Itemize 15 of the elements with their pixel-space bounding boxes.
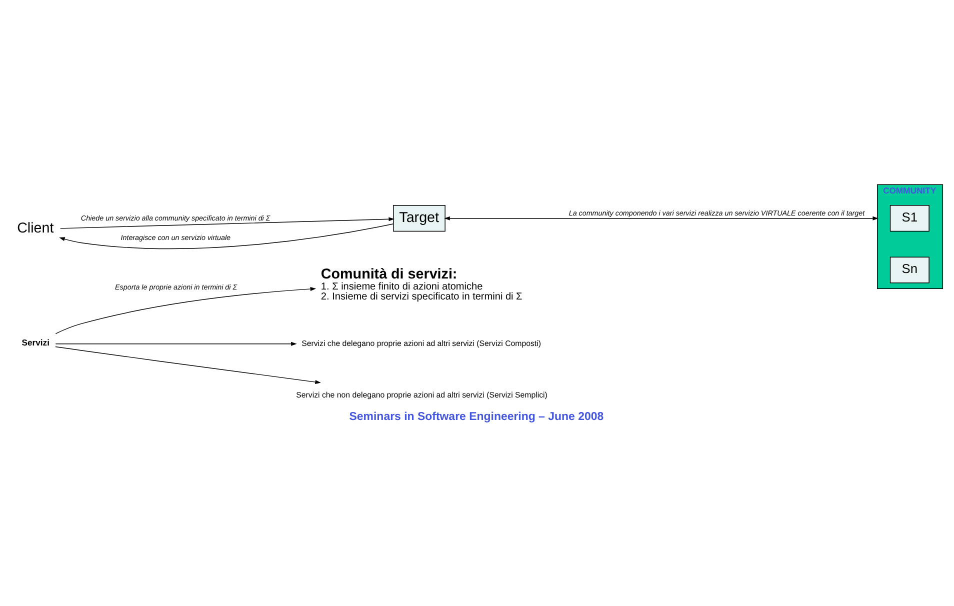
arrow: [444, 216, 878, 220]
node-text: Servizi che delegano proprie azioni ad altri servizi (Servizi Composti): [302, 338, 541, 348]
node-box: Sn: [890, 256, 930, 284]
arrow: [55, 286, 316, 334]
node-box: Target: [393, 205, 446, 232]
arrow: [60, 217, 394, 229]
node-text: Client: [17, 220, 54, 237]
node-text: Comunità di servizi: 1. Σ insieme finito di azioni atomiche 2. Insieme di servizi specificato in termini di Σ: [320, 266, 522, 303]
arrow: [55, 342, 297, 346]
node-text: Servizi: [22, 337, 50, 348]
arrow: [55, 346, 321, 384]
caption: Seminars in Software Engineering – June 2008: [349, 410, 604, 423]
arrow: [59, 224, 394, 250]
node-text: Servizi che non delegano proprie azioni ad altri servizi (Servizi Semplici): [296, 390, 548, 400]
node-box: S1: [890, 205, 930, 232]
